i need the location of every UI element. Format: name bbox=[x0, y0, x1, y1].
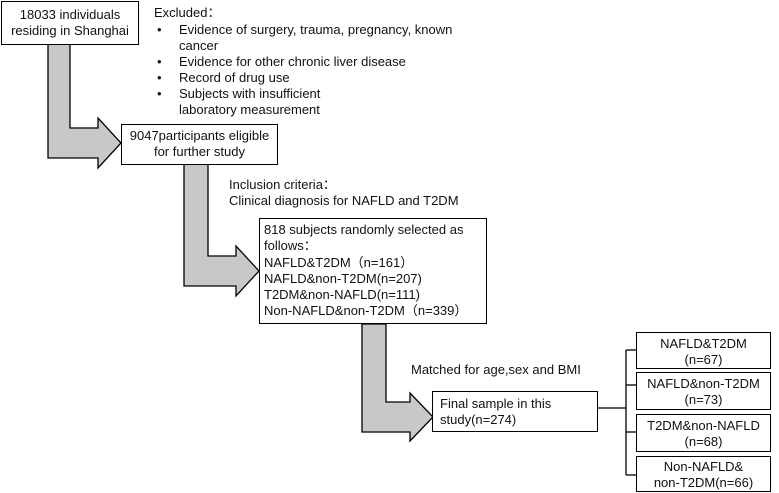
final-group-1-count: (n=67) bbox=[684, 352, 723, 367]
final-group-3-count: (n=68) bbox=[684, 434, 723, 449]
eligible-box-line1: 9047participants eligible bbox=[129, 128, 270, 143]
exclusion-item-4: Subjects with insufficient laboratory me… bbox=[154, 86, 379, 118]
final-group-3-name: T2DM&non-NAFLD bbox=[647, 418, 760, 433]
selected-group-4: Non-NAFLD&non-T2DM（n=339） bbox=[264, 303, 468, 319]
final-sample-line2: study(n=274) bbox=[440, 412, 517, 427]
final-sample-box: Final sample in this study(n=274) bbox=[432, 391, 598, 432]
arrow-eligible-to-selected bbox=[183, 162, 260, 298]
exclusion-list: Evidence of surgery, trauma, pregnancy, … bbox=[154, 22, 464, 118]
selected-group-1: NAFLD&T2DM（n=161） bbox=[264, 254, 414, 270]
final-group-1-name: NAFLD&T2DM bbox=[660, 336, 747, 351]
final-group-4-count: non-T2DM(n=66) bbox=[653, 475, 754, 490]
final-group-2-count: (n=73) bbox=[684, 392, 723, 407]
final-group-4-name: Non-NAFLD& bbox=[663, 459, 744, 474]
eligible-box-line2: for further study bbox=[153, 144, 246, 159]
exclusion-item-2: Evidence for other chronic liver disease bbox=[154, 54, 464, 70]
start-box: 18033 individuals residing in Shanghai bbox=[1, 1, 139, 45]
arrow-start-to-eligible bbox=[47, 43, 122, 170]
selected-group-3: T2DM&non-NAFLD(n=111) bbox=[264, 287, 420, 303]
final-group-1: NAFLD&T2DM (n=67) bbox=[636, 332, 771, 369]
selected-line1: 818 subjects randomly selected as bbox=[264, 222, 464, 237]
exclusion-item-3: Record of drug use bbox=[154, 70, 464, 86]
eligible-box: 9047participants eligible for further st… bbox=[121, 124, 278, 165]
matching-criteria: Matched for age,sex and BMI bbox=[411, 362, 581, 377]
start-box-line1: 18033 individuals bbox=[19, 7, 121, 22]
inclusion-heading: Inclusion criteria： bbox=[229, 177, 336, 192]
selected-group-2: NAFLD&non-T2DM(n=207) bbox=[264, 270, 422, 286]
final-group-4: Non-NAFLD& non-T2DM(n=66) bbox=[636, 456, 771, 492]
exclusion-criteria: Excluded： Evidence of surgery, trauma, p… bbox=[154, 5, 464, 118]
arrow-selected-to-final bbox=[361, 323, 434, 443]
start-box-line2: residing in Shanghai bbox=[11, 23, 129, 38]
inclusion-detail: Clinical diagnosis for NAFLD and T2DM bbox=[229, 193, 459, 208]
final-group-3: T2DM&non-NAFLD (n=68) bbox=[636, 414, 771, 452]
final-group-2-name: NAFLD&non-T2DM bbox=[647, 376, 760, 391]
selected-subjects-box: 818 subjects randomly selected as follow… bbox=[259, 218, 487, 324]
exclusion-heading: Excluded： bbox=[154, 5, 221, 20]
exclusion-item-1: Evidence of surgery, trauma, pregnancy, … bbox=[154, 22, 464, 54]
inclusion-criteria: Inclusion criteria： Clinical diagnosis f… bbox=[229, 177, 489, 209]
selected-line2: follows： bbox=[264, 238, 317, 254]
bracket-connector bbox=[597, 349, 636, 476]
final-group-2: NAFLD&non-T2DM (n=73) bbox=[636, 372, 771, 410]
final-sample-line1: Final sample in this bbox=[440, 396, 552, 411]
